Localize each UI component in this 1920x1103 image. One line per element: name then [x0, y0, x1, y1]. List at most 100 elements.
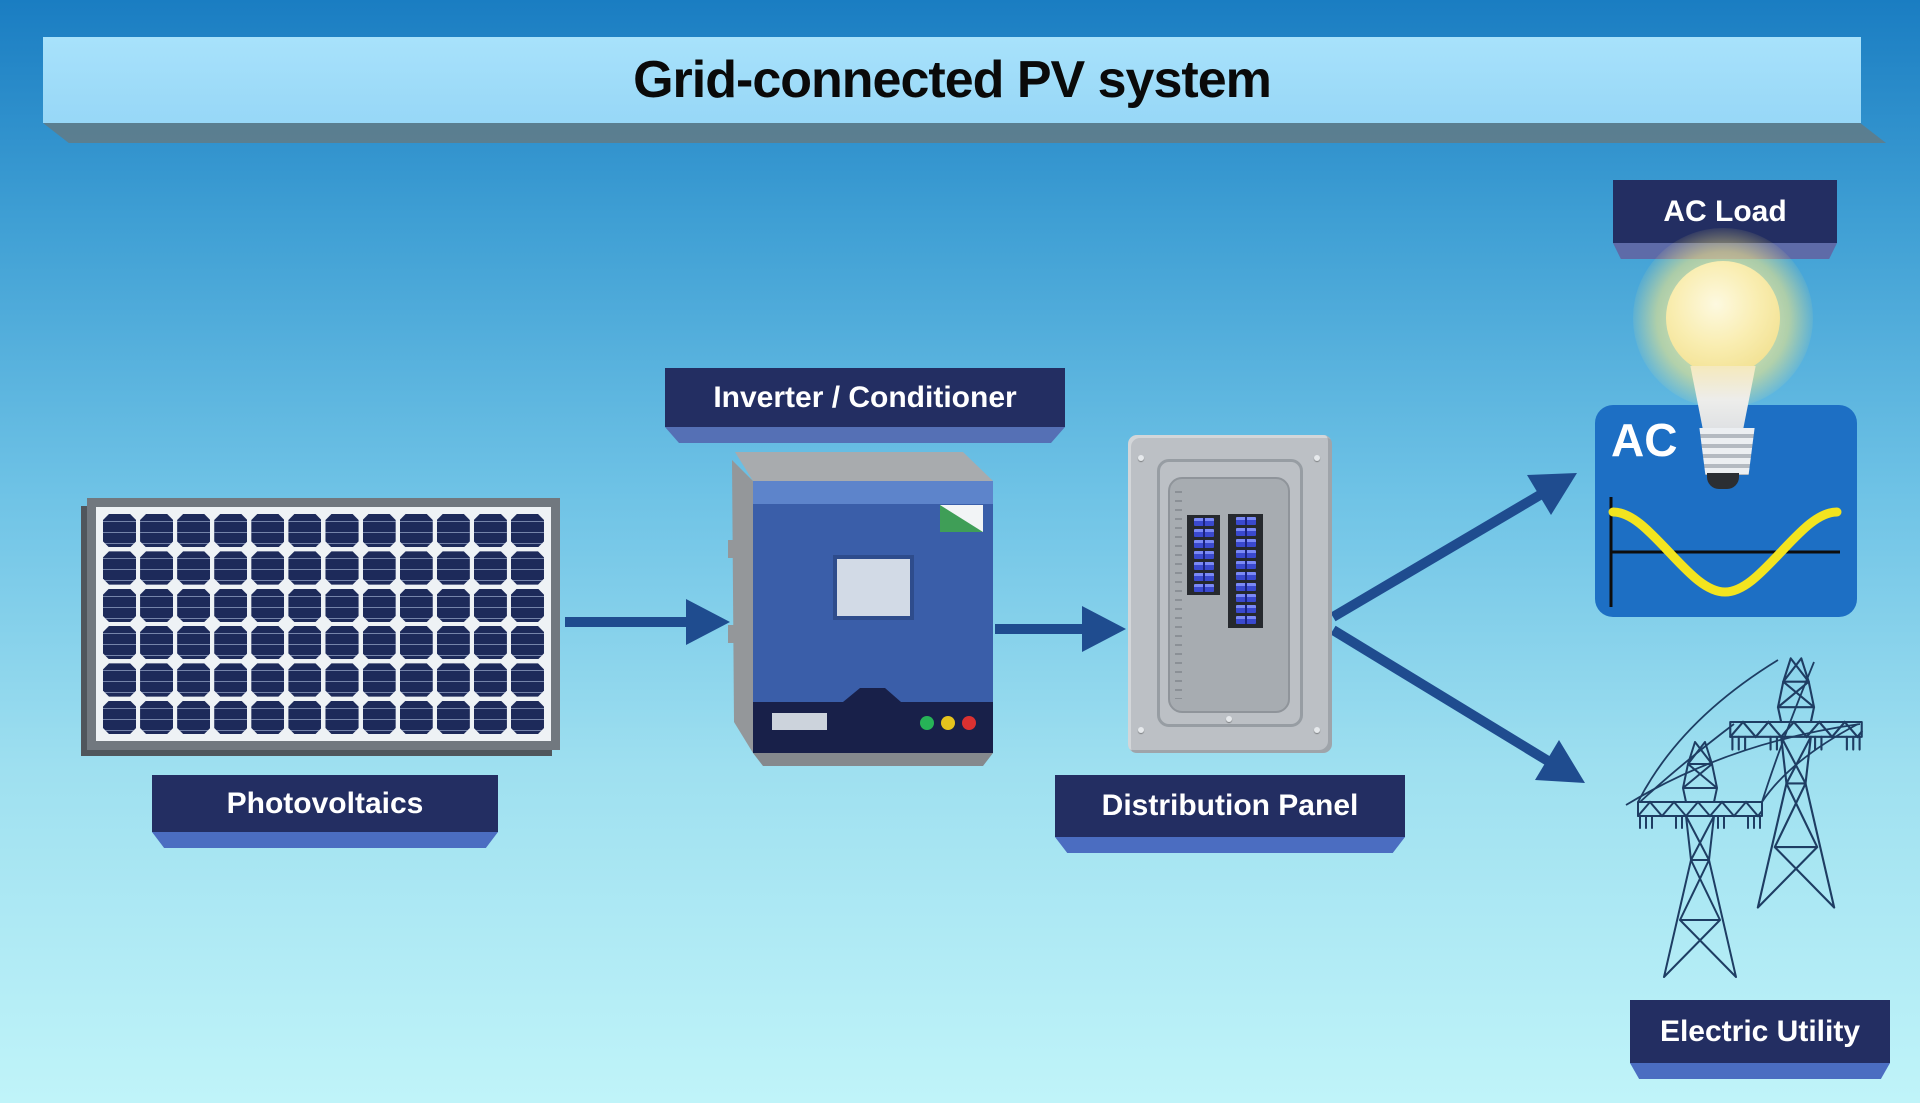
breaker-switch	[1235, 583, 1256, 591]
pv-cell	[362, 514, 396, 548]
pv-cell	[214, 625, 248, 660]
ac-sine-wave-icon	[1608, 497, 1842, 607]
transmission-tower	[1729, 657, 1863, 909]
pv-cell	[510, 551, 544, 585]
status-led-icon	[941, 716, 955, 730]
light-bulb-icon	[1666, 261, 1780, 375]
screw-icon	[1226, 716, 1232, 722]
breaker-switch	[1235, 605, 1256, 613]
breaker-switch	[1235, 616, 1256, 624]
pv-cell	[399, 663, 433, 697]
pv-cell	[325, 625, 359, 660]
inverter-icon	[728, 452, 993, 766]
label-electric-utility-text: Electric Utility	[1659, 1014, 1861, 1048]
pv-cell	[177, 625, 211, 660]
pv-cell	[436, 551, 470, 585]
pv-cell	[251, 514, 285, 548]
pv-cell	[399, 514, 433, 548]
pv-cell	[214, 663, 248, 697]
pv-cell	[177, 663, 211, 697]
pv-cell	[251, 663, 285, 697]
label-distribution-panel: Distribution Panel	[1055, 775, 1405, 837]
pv-cell	[325, 588, 359, 622]
arrow-distribution-to-utility	[1330, 625, 1585, 783]
pv-cell	[473, 625, 507, 660]
pv-cell	[399, 588, 433, 622]
pv-cell	[510, 663, 544, 697]
pv-cell	[251, 700, 285, 734]
pv-cell	[140, 625, 174, 660]
pv-cell	[325, 700, 359, 734]
pv-cell	[177, 700, 211, 734]
distribution-door-ring	[1157, 459, 1303, 727]
inverter-nameplate	[772, 713, 827, 730]
pv-cell	[473, 700, 507, 734]
pv-cell	[288, 551, 322, 585]
ac-badge: AC	[1611, 414, 1678, 466]
breaker-switch	[1193, 551, 1214, 559]
solar-panel-icon	[87, 498, 560, 750]
status-led-icon	[962, 716, 976, 730]
page-title: Grid-connected PV system	[633, 51, 1272, 109]
pv-cell	[473, 551, 507, 585]
pv-cell	[140, 700, 174, 734]
pv-cell	[140, 663, 174, 697]
arrow-distribution-to-ac-load	[1330, 473, 1577, 622]
label-electric-utility: Electric Utility	[1630, 1000, 1890, 1063]
label-photovoltaics: Photovoltaics	[152, 775, 498, 832]
breaker-switch	[1193, 573, 1214, 581]
pv-cell	[177, 514, 211, 548]
pv-cell	[362, 700, 396, 734]
pv-cell	[214, 551, 248, 585]
pv-cell	[288, 625, 322, 660]
pv-cell	[436, 588, 470, 622]
title-bar: Grid-connected PV system	[43, 37, 1861, 123]
pv-cell	[473, 663, 507, 697]
pv-cell	[103, 514, 137, 548]
label-inverter: Inverter / Conditioner	[665, 368, 1065, 427]
status-led-icon	[920, 716, 934, 730]
pv-cell	[362, 588, 396, 622]
breaker-switch	[1235, 561, 1256, 569]
pv-cell	[510, 625, 544, 660]
breaker-switch	[1193, 584, 1214, 592]
pv-cell	[325, 663, 359, 697]
inverter-led-row	[920, 716, 976, 730]
pv-cell	[140, 588, 174, 622]
pv-cell	[436, 663, 470, 697]
screw-icon	[1314, 455, 1320, 461]
breaker-switch	[1193, 518, 1214, 526]
pv-cell	[251, 625, 285, 660]
bulb-neck	[1690, 366, 1756, 428]
title-bar-shadow	[43, 123, 1886, 143]
pv-cell	[140, 551, 174, 585]
pv-cell	[399, 700, 433, 734]
pv-cell	[288, 663, 322, 697]
breaker-switch	[1235, 517, 1256, 525]
pv-cell	[325, 551, 359, 585]
breaker-column-right	[1228, 514, 1263, 628]
breaker-switch	[1235, 594, 1256, 602]
bulb-contact-tip	[1707, 473, 1739, 489]
pv-cell	[288, 700, 322, 734]
pv-cell	[140, 514, 174, 548]
pv-cell	[214, 588, 248, 622]
pv-cell	[214, 514, 248, 548]
label-inverter-text: Inverter / Conditioner	[713, 380, 1017, 414]
pv-cell	[473, 588, 507, 622]
pv-cell	[177, 588, 211, 622]
pv-cell	[325, 514, 359, 548]
inverter-logo	[940, 505, 983, 532]
pv-cell	[288, 588, 322, 622]
pv-cell	[436, 625, 470, 660]
transmission-tower	[1637, 741, 1763, 978]
pv-cell	[214, 700, 248, 734]
pv-cell	[103, 588, 137, 622]
breaker-switch	[1193, 540, 1214, 548]
label-ac-load: AC AC Load	[1613, 180, 1837, 243]
pv-cell	[362, 663, 396, 697]
power-line-wires	[1625, 659, 1861, 806]
vent-slots	[1175, 491, 1182, 699]
label-ac-load-text: AC Load	[1663, 194, 1787, 228]
